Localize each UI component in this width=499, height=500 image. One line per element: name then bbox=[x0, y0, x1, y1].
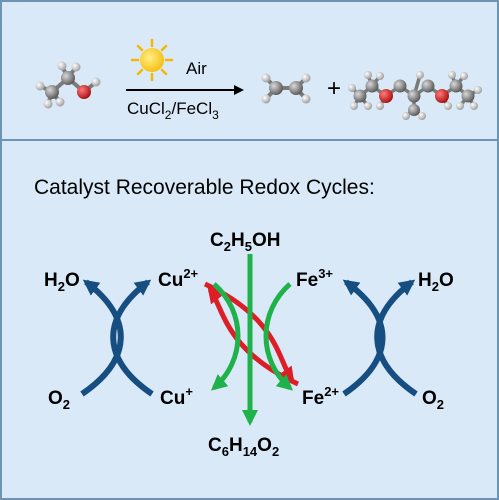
iron-to-ethanol-arrow bbox=[263, 282, 294, 391]
ethanol-molecule-icon bbox=[35, 61, 101, 109]
ethylene-molecule-icon bbox=[261, 73, 311, 104]
oxygen-left-label: O2 bbox=[48, 388, 70, 412]
oxygen-right-label: O2 bbox=[422, 388, 444, 412]
plus-sign: + bbox=[327, 75, 341, 102]
copper-to-ethanol-arrow bbox=[210, 282, 241, 391]
water-right-label: H2O bbox=[418, 270, 454, 294]
copper-ii-label: Cu2+ bbox=[158, 266, 199, 291]
diethyl-acetal-molecule-icon bbox=[348, 71, 482, 120]
copper-i-label: Cu+ bbox=[160, 384, 193, 409]
right-iron-oxidation-arrow bbox=[342, 279, 386, 397]
water-left-label: H2O bbox=[44, 270, 80, 294]
iron-iii-label: Fe3+ bbox=[296, 266, 333, 291]
catalyst-label: CuCl2/FeCl3 bbox=[127, 99, 219, 122]
ethanol-label: C2H5OH bbox=[210, 230, 280, 254]
cycles-subtitle: Catalyst Recoverable Redox Cycles: bbox=[34, 176, 375, 199]
product-label: C6H14O2 bbox=[208, 435, 279, 459]
left-copper-oxidation-arrow bbox=[110, 279, 154, 397]
left-oxygen-arrow-to-water bbox=[80, 279, 124, 397]
sun-icon bbox=[130, 38, 174, 82]
iron-ii-label: Fe2+ bbox=[302, 384, 339, 409]
right-oxygen-arrow-to-water bbox=[374, 279, 418, 397]
condition-label: Air bbox=[186, 59, 207, 78]
